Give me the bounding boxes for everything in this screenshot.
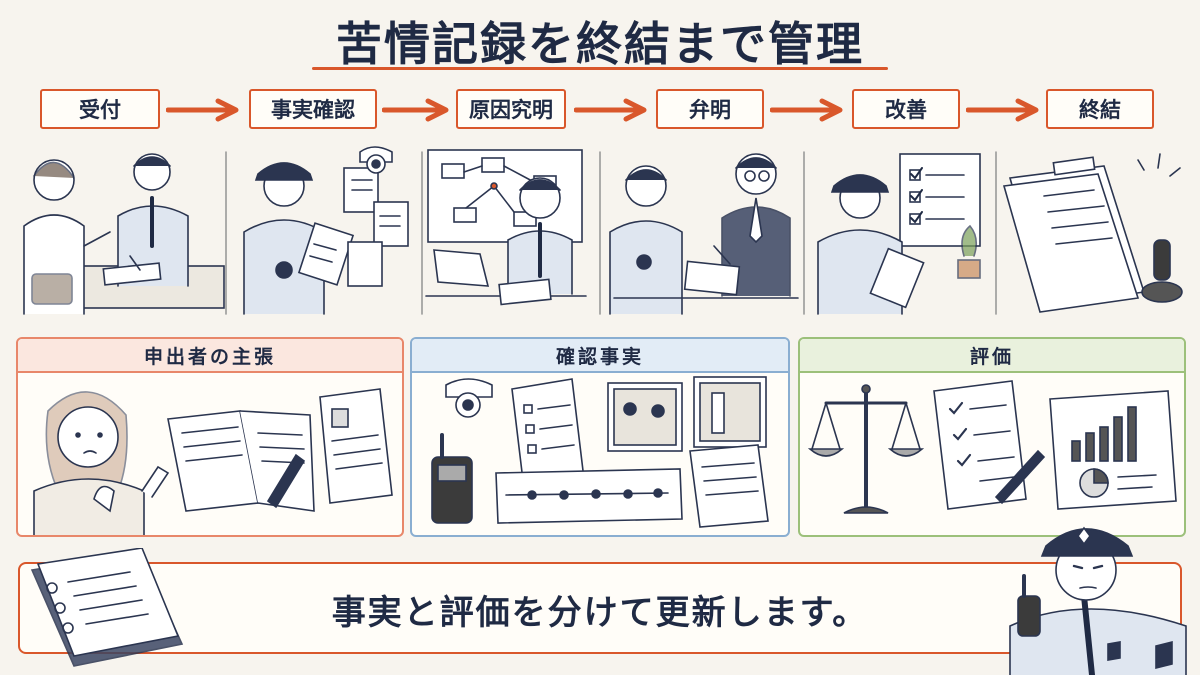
step-label: 受付 xyxy=(79,98,121,122)
step-label: 弁明 xyxy=(689,98,731,122)
panel-claimant-claims: 申出者の主張 xyxy=(16,337,404,537)
step-label: 終結 xyxy=(1079,98,1121,122)
claimant-illustration xyxy=(33,388,393,535)
panel-title: 確認事実 xyxy=(412,339,788,373)
step-improvement: 改善 xyxy=(852,89,960,129)
panel-confirmed-facts: 確認事実 xyxy=(410,337,790,537)
step-label: 事実確認 xyxy=(271,98,355,122)
arrow-right-icon xyxy=(770,98,843,122)
arrow-right-icon xyxy=(382,98,449,122)
security-guard-illustration xyxy=(1009,526,1187,675)
step-reception: 受付 xyxy=(40,89,160,129)
confirmed-facts-illustration xyxy=(431,376,769,528)
panel-title: 申出者の主張 xyxy=(18,339,402,373)
step-label: 原因究明 xyxy=(469,98,553,122)
binder-illustration xyxy=(30,548,184,667)
scene-improvement xyxy=(817,153,981,315)
scene-explanation xyxy=(609,153,799,315)
scene-reception xyxy=(23,153,225,315)
step-fact-check: 事実確認 xyxy=(249,89,377,129)
process-scenes-illustration xyxy=(23,146,1183,315)
bottom-message: 事実と評価を分けて更新します。 xyxy=(331,593,869,633)
scene-fact-check xyxy=(243,146,409,315)
arrow-right-icon xyxy=(966,98,1039,122)
arrow-right-icon xyxy=(166,98,239,122)
arrow-right-icon xyxy=(574,98,647,122)
step-label: 改善 xyxy=(885,98,927,122)
page-title: 苦情記録を終結まで管理 xyxy=(336,17,864,71)
title-underline xyxy=(312,67,888,70)
scene-closure xyxy=(1002,153,1183,313)
bottom-message-banner xyxy=(18,562,1182,654)
panel-title: 評価 xyxy=(800,339,1184,373)
step-explanation: 弁明 xyxy=(656,89,764,129)
panel-evaluation: 評価 xyxy=(798,337,1186,537)
scene-cause-investigation xyxy=(425,149,587,306)
evaluation-illustration xyxy=(807,380,1177,514)
step-closure: 終結 xyxy=(1046,89,1154,129)
step-cause-investigation: 原因究明 xyxy=(456,89,566,129)
